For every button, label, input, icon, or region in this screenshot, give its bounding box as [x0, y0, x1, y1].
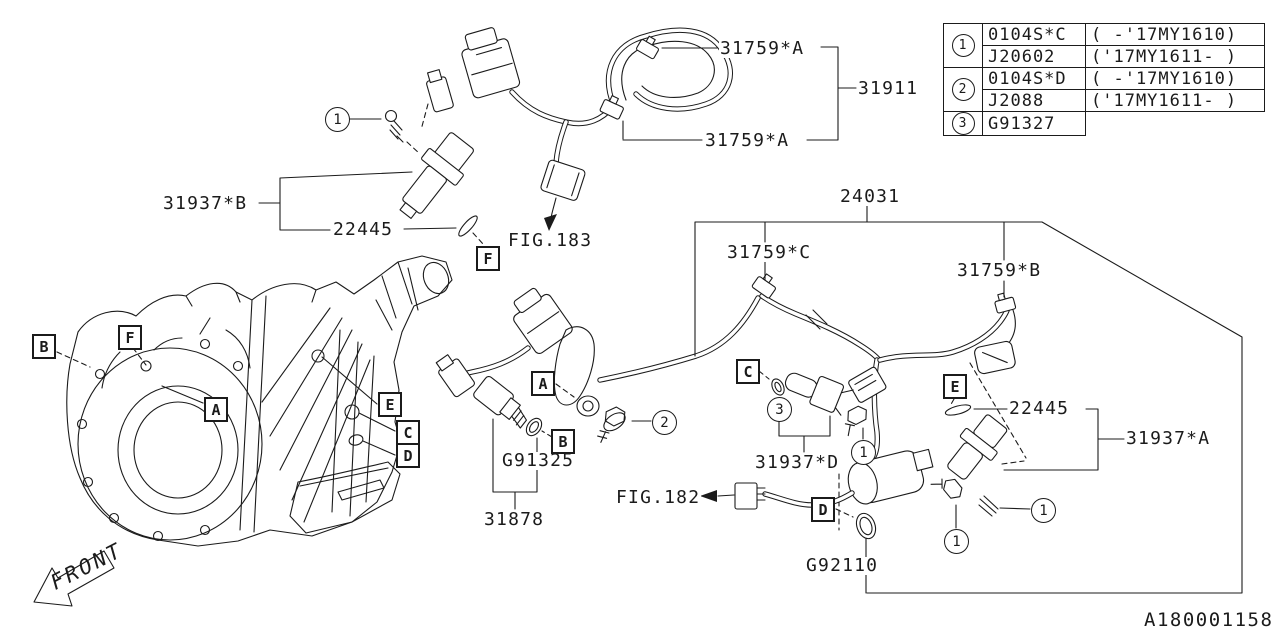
- position-box-D-bottom: D: [811, 497, 835, 522]
- table-row: 1 0104S*C ( -'17MY1610): [943, 23, 1265, 68]
- table-part-number: G91327: [982, 111, 1086, 136]
- leader-lines: [57, 47, 1242, 593]
- sensor-31937D-drawing: [769, 364, 871, 435]
- position-box-A-mid: A: [531, 371, 555, 396]
- part-label-G91325: G91325: [501, 450, 576, 471]
- table-row: J20602 ('17MY1611- ): [944, 45, 1265, 68]
- part-label-31878: 31878: [483, 509, 546, 530]
- table-ref-circle-3: 3: [951, 112, 975, 135]
- harness-24031-drawing: [600, 271, 1016, 458]
- part-label-31937A: 31937*A: [1125, 428, 1212, 449]
- table-ref-circle-1: 1: [951, 34, 975, 57]
- fig-ref-183: FIG.183: [507, 230, 594, 251]
- table-part-number: 0104S*C: [982, 23, 1086, 46]
- harness-31911-drawing: [417, 24, 731, 231]
- callout-circle-1-bottom: 1: [944, 529, 969, 554]
- position-box-E: E: [378, 392, 402, 417]
- callout-circle-1-right: 1: [1031, 498, 1056, 523]
- table-part-number: J2088: [982, 89, 1086, 112]
- position-box-B: B: [32, 334, 56, 359]
- front-direction-arrow: [34, 551, 114, 606]
- callout-circle-3: 3: [767, 397, 792, 422]
- position-box-E-right: E: [943, 374, 967, 399]
- table-row: 2 0104S*D ( -'17MY1610): [943, 67, 1265, 112]
- fig-ref-182: FIG.182: [615, 487, 702, 508]
- position-box-D: D: [396, 443, 420, 468]
- transmission-drawing: [67, 256, 453, 546]
- callout-circle-1-mid: 1: [851, 440, 876, 465]
- callout-circle-1-topleft: 1: [325, 107, 350, 132]
- part-label-G92110: G92110: [805, 555, 880, 576]
- table-model-range: ('17MY1611- ): [1085, 89, 1265, 112]
- table-model-range: ( -'17MY1610): [1085, 67, 1265, 90]
- part-label-31911: 31911: [857, 78, 920, 99]
- table-model-range: ( -'17MY1610): [1085, 23, 1265, 46]
- part-applicability-table: 1 0104S*C ( -'17MY1610) J20602 ('17MY161…: [943, 23, 1265, 136]
- part-label-22445-top: 22445: [332, 219, 395, 240]
- table-row: J2088 ('17MY1611- ): [944, 89, 1265, 112]
- position-box-C-mid: C: [736, 359, 760, 384]
- figure-id: A180001158: [1144, 609, 1274, 631]
- table-part-number: 0104S*D: [982, 67, 1086, 90]
- part-label-31937D: 31937*D: [754, 452, 841, 473]
- part-label-31759A-1: 31759*A: [719, 38, 806, 59]
- table-model-range: ('17MY1611- ): [1085, 45, 1265, 68]
- position-box-F-top: F: [476, 246, 500, 271]
- table-part-number: J20602: [982, 45, 1086, 68]
- part-label-31759B: 31759*B: [956, 260, 1043, 281]
- sensor-31937A-drawing: [940, 363, 1026, 486]
- table-empty-cell: [1086, 112, 1265, 136]
- position-box-C: C: [396, 420, 420, 445]
- position-box-A: A: [204, 397, 228, 422]
- part-label-22445-right: 22445: [1008, 398, 1071, 419]
- sensor-31937B-drawing: [386, 104, 485, 245]
- table-ref-circle-2: 2: [951, 78, 975, 101]
- part-label-31759A-2: 31759*A: [704, 130, 791, 151]
- table-row: 3 G91327: [943, 111, 1265, 136]
- position-box-B-mid: B: [551, 429, 575, 454]
- part-label-24031: 24031: [839, 186, 902, 207]
- callout-circle-2: 2: [652, 410, 677, 435]
- part-label-31937B: 31937*B: [162, 193, 249, 214]
- part-label-31759C: 31759*C: [726, 242, 813, 263]
- switch-31878-drawing: [433, 283, 631, 443]
- position-box-F: F: [118, 325, 142, 350]
